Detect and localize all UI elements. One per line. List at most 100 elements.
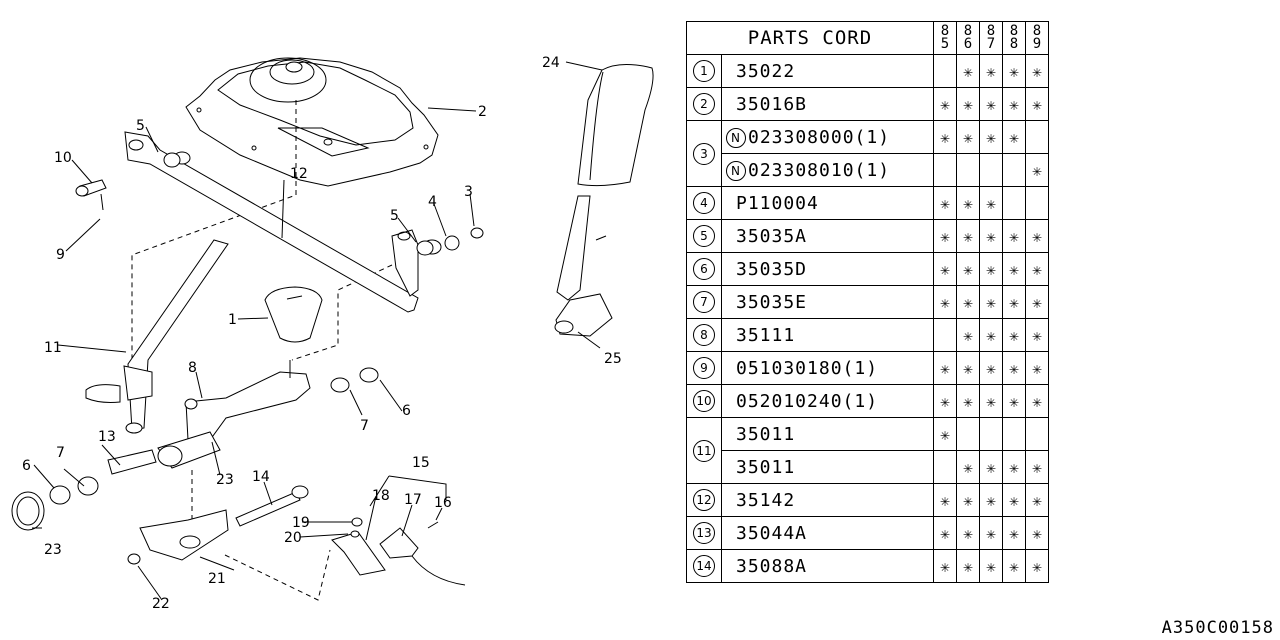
part-25-lever[interactable] xyxy=(554,195,613,337)
ref-number-cell: 9 xyxy=(686,351,722,385)
part-19-nut[interactable] xyxy=(351,517,363,527)
part-16-bolt[interactable] xyxy=(427,521,439,529)
year-digit: 8 xyxy=(963,23,973,39)
callout-6: 6 xyxy=(402,403,411,419)
part-12-rod[interactable] xyxy=(124,131,419,313)
year-applicability-cell: ✳ xyxy=(1002,285,1026,319)
part-code-cell: 35011 xyxy=(721,417,934,451)
asterisk-mark-icon: ✳ xyxy=(986,94,996,114)
part-10-pin[interactable] xyxy=(75,179,107,197)
asterisk-mark-icon: ✳ xyxy=(1032,490,1042,510)
part-2-shift-boot[interactable] xyxy=(185,57,439,187)
part-24-knob[interactable] xyxy=(577,64,654,187)
part-code: 023308010(1) xyxy=(748,159,891,181)
year-digit: 8 xyxy=(1009,36,1019,52)
part-7-bushing[interactable] xyxy=(330,377,350,393)
part-code: 35035E xyxy=(736,291,808,313)
year-applicability-cell: ✳ xyxy=(979,318,1003,352)
year-applicability-cell: ✳ xyxy=(979,351,1003,385)
year-applicability-cell: ✳ xyxy=(956,219,980,253)
part-code: 35035A xyxy=(736,225,808,247)
part-6-bushing[interactable] xyxy=(359,367,379,383)
asterisk-mark-icon: ✳ xyxy=(1009,226,1019,246)
year-applicability-cell: ✳ xyxy=(956,516,980,550)
callout-5: 5 xyxy=(136,118,145,134)
part-21-bracket[interactable] xyxy=(139,509,229,561)
part-20-washer[interactable] xyxy=(350,530,360,538)
year-applicability-cell: ✳ xyxy=(933,384,957,418)
part-3-nut[interactable] xyxy=(470,227,484,239)
part-6-bushing[interactable] xyxy=(49,485,71,505)
asterisk-mark-icon: ✳ xyxy=(1032,226,1042,246)
asterisk-mark-icon: ✳ xyxy=(1032,94,1042,114)
part-code: 35022 xyxy=(736,60,796,82)
part-11-lever[interactable] xyxy=(85,239,229,434)
year-digit: 6 xyxy=(963,36,973,52)
ref-number-circle: 7 xyxy=(693,291,715,313)
callout-11: 11 xyxy=(44,340,62,356)
ref-number-cell: 4 xyxy=(686,186,722,220)
asterisk-mark-icon: ✳ xyxy=(1032,61,1042,81)
part-14-bolt[interactable] xyxy=(235,485,309,527)
year-applicability-cell: ✳ xyxy=(1025,252,1049,286)
year-applicability-cell xyxy=(956,153,980,187)
part-22-nut[interactable] xyxy=(127,553,141,565)
asterisk-mark-icon: ✳ xyxy=(963,94,973,114)
ref-number-circle: 13 xyxy=(693,522,715,544)
year-applicability-cell: ✳ xyxy=(956,186,980,220)
year-applicability-cell: ✳ xyxy=(933,252,957,286)
asterisk-mark-icon: ✳ xyxy=(1009,391,1019,411)
part-8-arm[interactable] xyxy=(184,360,311,441)
year-applicability-cell: ✳ xyxy=(1002,120,1026,154)
asterisk-mark-icon: ✳ xyxy=(1009,325,1019,345)
part-23-joint[interactable] xyxy=(157,431,221,469)
table-row[interactable]: 35011✳✳✳✳ xyxy=(687,450,1049,484)
callout-4: 4 xyxy=(428,194,437,210)
part-13-shaft[interactable] xyxy=(107,449,157,475)
asterisk-mark-icon: ✳ xyxy=(940,226,950,246)
asterisk-mark-icon: ✳ xyxy=(1032,358,1042,378)
ref-number-circle: 5 xyxy=(693,225,715,247)
asterisk-mark-icon: ✳ xyxy=(1009,490,1019,510)
part-7-bushing[interactable] xyxy=(77,476,99,496)
part-4-washer[interactable] xyxy=(444,235,460,251)
part-code-cell: 35111 xyxy=(721,318,934,352)
part-code: 35035D xyxy=(736,258,808,280)
part-1-knob[interactable] xyxy=(264,286,323,343)
asterisk-mark-icon: ✳ xyxy=(940,556,950,576)
part-17-bracket[interactable] xyxy=(379,527,466,586)
ref-number-cell: 7 xyxy=(686,285,722,319)
ref-number-circle: 10 xyxy=(693,390,715,412)
year-applicability-cell: ✳ xyxy=(979,285,1003,319)
year-applicability-cell: ✳ xyxy=(956,252,980,286)
part-5-bushing[interactable] xyxy=(416,239,442,256)
asterisk-mark-icon: ✳ xyxy=(1009,457,1019,477)
part-18-plate[interactable] xyxy=(331,531,386,576)
part-5-bushing[interactable] xyxy=(163,151,191,168)
part-9-clip[interactable] xyxy=(100,193,104,211)
year-applicability-cell: ✳ xyxy=(956,120,980,154)
part-23-seal[interactable] xyxy=(11,491,45,531)
part-code-cell: 35022 xyxy=(721,54,934,88)
year-applicability-cell xyxy=(979,153,1003,187)
year-applicability-cell xyxy=(1002,417,1026,451)
callout-22: 22 xyxy=(152,596,170,612)
